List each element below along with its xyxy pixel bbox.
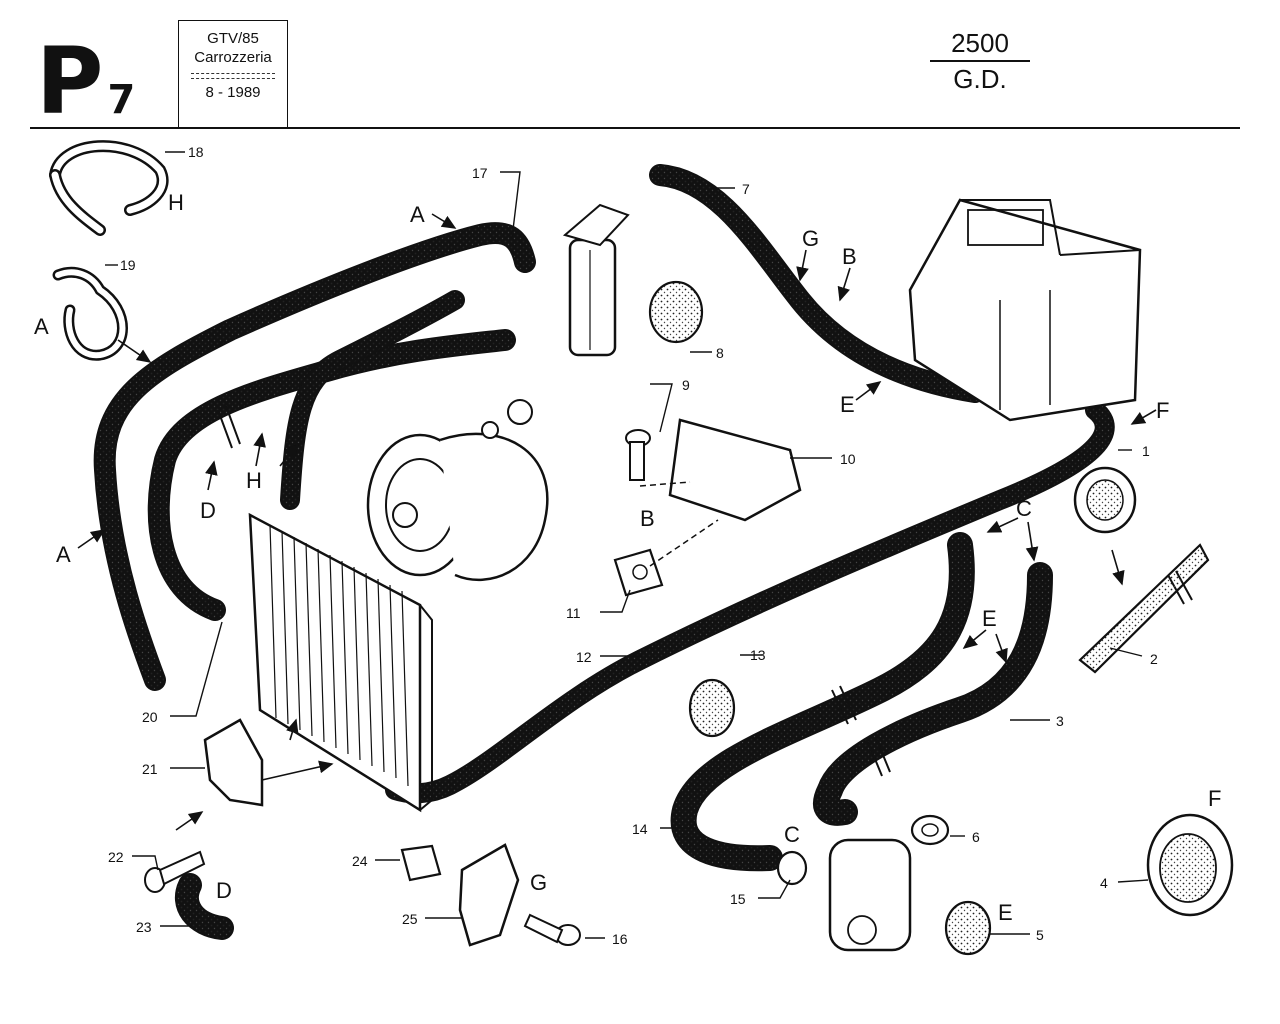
letter-f-hose: F: [1156, 398, 1169, 423]
part-label-21: 21: [142, 761, 158, 777]
part-4-grommet: [1146, 813, 1234, 917]
compressor: [366, 399, 549, 582]
part-label-15: 15: [730, 891, 746, 907]
part-label-14: 14: [632, 821, 648, 837]
part-label-23: 23: [136, 919, 152, 935]
info-model: GTV/85: [207, 30, 259, 47]
part-label-24: 24: [352, 853, 368, 869]
part-5-grommet: [944, 900, 992, 956]
part-23-hose-piece: [174, 873, 234, 940]
condenser: [248, 512, 433, 813]
info-divider-2: [191, 78, 275, 79]
part-label-9: 9: [682, 377, 690, 393]
part-label-4: 4: [1100, 875, 1108, 891]
letter-e-hoses: E: [982, 606, 997, 631]
hose-d: [147, 329, 516, 621]
letter-d-hose: D: [200, 498, 216, 523]
letter-e-grommet: E: [998, 900, 1013, 925]
info-section: Carrozzeria: [194, 49, 272, 66]
sheet-code-number: 7: [107, 77, 136, 123]
part-15-clip: [776, 850, 808, 886]
part-16-screw: [523, 913, 581, 946]
part-label-8: 8: [716, 345, 724, 361]
part-18-strap: [49, 140, 169, 236]
part-label-1: 1: [1142, 443, 1150, 459]
part-label-11: 11: [566, 605, 581, 621]
hose-3: [813, 562, 1053, 826]
header-rule: [30, 127, 1240, 129]
part-label-16: 16: [612, 931, 628, 947]
part-label-6: 6: [972, 829, 980, 845]
part-label-3: 3: [1056, 713, 1064, 729]
part-label-19: 19: [120, 257, 136, 273]
letter-a-19: A: [34, 314, 49, 339]
part-label-18: 18: [188, 144, 204, 160]
part-9-bolt: [625, 429, 651, 481]
part-2-corrugated-hose: [1078, 543, 1210, 674]
heater-box: [908, 198, 1142, 422]
dashed-assembly-line: [639, 481, 691, 487]
part-21-bracket: [203, 718, 264, 807]
letter-g-bracket: G: [530, 870, 547, 895]
part-label-22: 22: [108, 849, 124, 865]
letter-arrows: [77, 213, 1157, 831]
part-10-bracket: [668, 418, 802, 522]
part-24-nut: [400, 844, 442, 882]
info-divider: [191, 73, 275, 74]
sheet-code-letter: P: [36, 28, 104, 135]
part-label-5: 5: [1036, 927, 1044, 943]
model-variant: G.D.: [953, 64, 1007, 94]
model-info-box: GTV/85 Carrozzeria 8 - 1989: [178, 20, 288, 128]
letter-g-hose: G: [802, 226, 819, 251]
letter-d-hose-piece: D: [216, 878, 232, 903]
part-label-13: 13: [750, 647, 766, 663]
part-label-25: 25: [402, 911, 418, 927]
hose-12: [385, 400, 1115, 804]
letter-a-hose: A: [56, 542, 71, 567]
leader-lines: [105, 151, 1149, 939]
part-13-plug: [688, 678, 736, 738]
part-25-bracket: [458, 843, 520, 947]
part-8-plug: [648, 280, 704, 344]
part-label-20: 20: [142, 709, 158, 725]
part-label-7: 7: [742, 181, 750, 197]
part-label-17: 17: [472, 165, 488, 181]
letter-b-bracket: B: [640, 506, 655, 531]
letter-h-hose: H: [246, 468, 262, 493]
letter-a-17: A: [410, 202, 425, 227]
letter-c-clip: C: [784, 822, 800, 847]
letter-h-18: H: [168, 190, 184, 215]
receiver-dryer: [562, 203, 630, 357]
part-19-clamp: [52, 266, 128, 361]
part-1-grommet: [1073, 466, 1137, 534]
part-number-labels: 1 2 3 4 5 6 7 8 9 10 11 12 13 14 15 16 1…: [108, 144, 1158, 947]
hose-14: [670, 532, 975, 872]
water-valve: [828, 838, 912, 952]
part-label-2: 2: [1150, 651, 1158, 667]
dashed-assembly-line-2: [649, 519, 719, 567]
hose-7: [649, 164, 986, 403]
part-label-12: 12: [576, 649, 592, 665]
part-6-clip: [910, 814, 950, 846]
part-11-nut: [613, 548, 664, 597]
letter-f-grommet: F: [1208, 786, 1221, 811]
letter-b-hose: B: [842, 244, 857, 269]
letter-c-hoses: C: [1016, 496, 1032, 521]
part-22-screw: [144, 850, 206, 893]
hose-h: [280, 290, 465, 510]
letter-e-hose: E: [840, 392, 855, 417]
part-label-10: 10: [840, 451, 856, 467]
model-engine: 2500: [930, 28, 1030, 62]
model-designation: 2500 G.D.: [930, 28, 1030, 94]
hose-a: [93, 222, 536, 691]
info-date: 8 - 1989: [205, 84, 261, 101]
reference-letters: H A A A D H G B E F B C E C F E D G: [34, 190, 1221, 925]
